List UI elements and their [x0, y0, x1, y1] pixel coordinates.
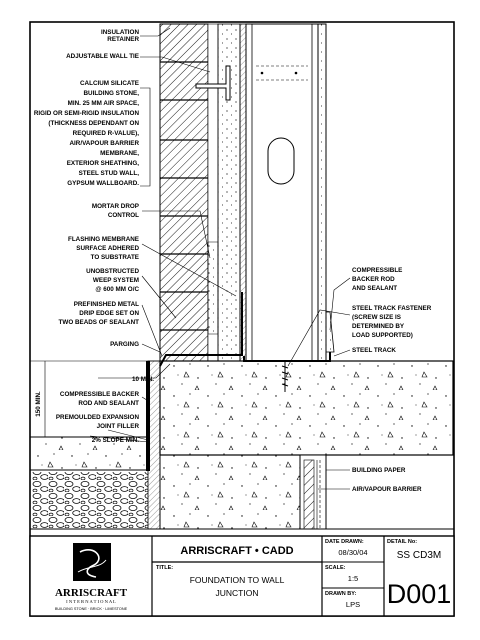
label-fastener-3: DETERMINED BY	[352, 323, 405, 330]
label-expansion-1: PREMOULDED EXPANSION	[56, 414, 140, 421]
expansion-joint	[146, 361, 150, 471]
label-assembly-2: BUILDING STONE,	[83, 90, 139, 97]
label-drip-edge-1: PREFINISHED METAL	[74, 301, 139, 308]
title-block: ARRISCRAFT I N T E R N A T I O N A L BUI…	[29, 535, 455, 617]
label-assembly-4: RIGID OR SEMI-RIGID INSULATION	[34, 110, 140, 117]
label-insulation-retainer-1: INSULATION	[101, 29, 139, 36]
label-assembly-9: EXTERIOR SHEATHING,	[67, 160, 140, 167]
stud-punchout	[267, 137, 295, 185]
label-building-paper: BUILDING PAPER	[352, 467, 406, 474]
drawing-title-line2: JUNCTION	[216, 588, 259, 598]
label-assembly-3: MIN. 25 MM AIR SPACE,	[68, 100, 140, 107]
drawing-title-line1: FOUNDATION TO WALL	[190, 575, 285, 585]
scale-label: SCALE:	[325, 565, 346, 571]
logo-wordmark: ARRISCRAFT	[55, 587, 128, 599]
label-weep-1: UNOBSTRUCTED	[86, 268, 139, 275]
label-mortar-drop-2: CONTROL	[108, 212, 139, 219]
label-weep-2: WEEP SYSTEM	[93, 277, 139, 284]
logo-tagline: BUILDING STONE · BRICK · LIMESTONE	[55, 607, 128, 611]
label-backer-rod-1: COMPRESSIBLE BACKER	[60, 391, 140, 398]
detail-label: DETAIL No:	[387, 539, 417, 545]
wall-assembly	[159, 23, 335, 392]
adjustable-wall-tie	[195, 65, 231, 101]
label-insulation-retainer-2: RETAINER	[107, 36, 139, 43]
label-assembly-8: MEMBRANE,	[100, 150, 139, 157]
logo-subtitle: I N T E R N A T I O N A L	[66, 599, 116, 604]
leader-lines	[30, 27, 351, 490]
label-assembly-11: GYPSUM WALLBOARD.	[67, 180, 139, 187]
title-label: TITLE:	[156, 565, 173, 571]
dimension-150-min: 150 MIN.	[35, 391, 42, 417]
label-assembly-1: CALCIUM SILICATE	[80, 80, 139, 87]
label-drip-edge-3: TWO BEADS OF SEALANT	[59, 319, 140, 326]
label-assembly-7: AIR/VAPOUR BARRIER	[69, 140, 139, 147]
label-parging: PARGING	[110, 341, 139, 348]
label-int-sealant-1: COMPRESSIBLE	[352, 267, 402, 274]
label-10-min: 10 MIN.	[132, 376, 154, 383]
label-flashing-2: SURFACE ADHERED	[76, 245, 139, 252]
label-mortar-drop-1: MORTAR DROP	[92, 203, 139, 210]
label-slope: 2% SLOPE MIN.	[92, 437, 139, 444]
foundation	[29, 360, 454, 530]
label-weep-3: @ 600 MM O/C	[95, 286, 139, 293]
label-assembly-5: (THICKNESS DEPENDANT ON	[48, 120, 139, 127]
drawn-by-value: LPS	[346, 600, 360, 609]
label-drip-edge-2: DRIP EDGE SET ON	[79, 310, 139, 317]
drawn-by-label: DRAWN BY:	[325, 591, 357, 597]
date-label: DATE DRAWN:	[325, 539, 364, 545]
arriscraft-logo: ARRISCRAFT I N T E R N A T I O N A L BUI…	[55, 543, 128, 611]
company-heading: ARRISCRAFT • CADD	[180, 545, 293, 557]
callouts-left: INSULATION RETAINER ADJUSTABLE WALL TIE …	[34, 29, 154, 444]
label-flashing-1: FLASHING MEMBRANE	[68, 236, 139, 243]
label-fastener-1: STEEL TRACK FASTENER	[352, 305, 432, 312]
label-int-sealant-3: AND SEALANT	[352, 285, 397, 292]
label-wall-tie: ADJUSTABLE WALL TIE	[66, 53, 139, 60]
date-value: 08/30/04	[338, 548, 367, 557]
label-fastener-2: (SCREW SIZE IS	[352, 314, 401, 321]
label-steel-track: STEEL TRACK	[352, 347, 396, 354]
scale-value: 1:5	[348, 574, 358, 583]
detail-number: D001	[387, 579, 452, 609]
gravel-bed	[32, 472, 148, 528]
label-assembly-6: REQUIRED R-VALUE),	[73, 130, 140, 137]
label-int-sealant-2: BACKER ROD	[352, 276, 395, 283]
callouts-right: COMPRESSIBLE BACKER ROD AND SEALANT STEE…	[352, 267, 432, 493]
label-assembly-10: STEEL STUD WALL,	[79, 170, 140, 177]
label-backer-rod-2: ROD AND SEALANT	[78, 400, 139, 407]
detail-code: SS CD3M	[397, 550, 441, 561]
label-fastener-4: LOAD SUPPORTED)	[352, 332, 413, 339]
label-flashing-3: TO SUBSTRATE	[91, 254, 139, 261]
label-air-vapour-barrier: AIR/VAPOUR BARRIER	[352, 486, 422, 493]
label-expansion-2: JOINT FILLER	[97, 423, 140, 430]
interior-sealant	[325, 311, 335, 353]
